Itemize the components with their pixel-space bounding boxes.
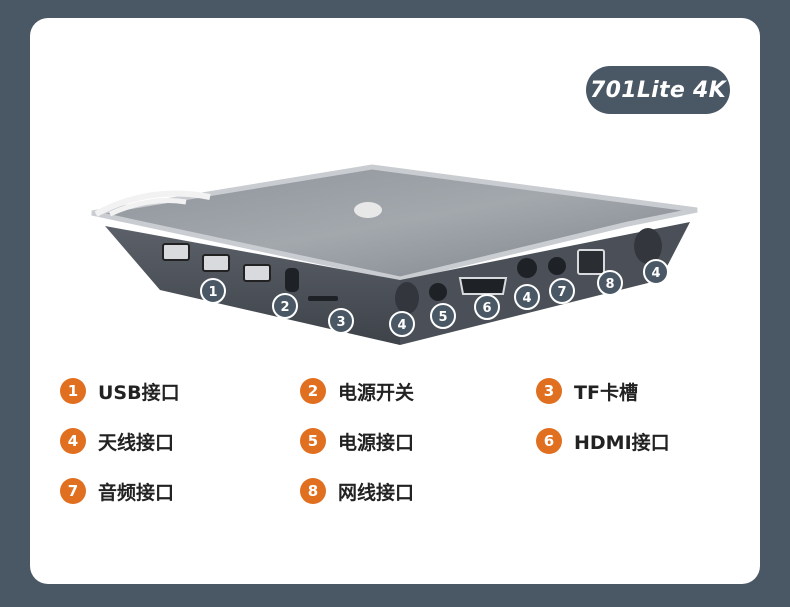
callout-marker: 8 xyxy=(597,270,623,296)
antenna-port xyxy=(395,282,419,314)
legend-label: HDMI接口 xyxy=(574,431,670,454)
tf-slot xyxy=(308,296,338,301)
callout-marker: 4 xyxy=(643,259,669,285)
power-jack xyxy=(429,283,447,301)
model-badge: 701Lite 4K xyxy=(586,66,730,114)
callout-marker: 6 xyxy=(474,294,500,320)
callout-number: 5 xyxy=(438,310,447,325)
callout-number: 7 xyxy=(557,285,566,300)
audio-jack xyxy=(548,257,566,275)
legend-label: 电源接口 xyxy=(338,431,415,454)
legend-number: 2 xyxy=(300,378,326,404)
legend-label: 天线接口 xyxy=(98,431,175,454)
legend-number: 7 xyxy=(60,478,86,504)
device-top-surface xyxy=(91,164,698,282)
callout-marker: 1 xyxy=(200,278,226,304)
legend-item-tf-slot: 3 TF卡槽 xyxy=(536,378,720,404)
callout-number: 4 xyxy=(397,318,406,333)
device-swoosh xyxy=(94,190,211,217)
legend-item-hdmi: 6 HDMI接口 xyxy=(536,428,720,454)
callout-marker: 4 xyxy=(389,311,415,337)
callout-number: 4 xyxy=(651,266,660,281)
callout-number: 1 xyxy=(208,285,217,300)
legend-number: 4 xyxy=(60,428,86,454)
legend-item-audio: 7 音频接口 xyxy=(60,478,300,504)
usb-port xyxy=(243,264,271,282)
callout-marker: 3 xyxy=(328,308,354,334)
antenna-port xyxy=(517,258,537,278)
legend-item-ethernet: 8 网线接口 xyxy=(300,478,536,504)
callout-marker: 7 xyxy=(549,278,575,304)
hdmi-port xyxy=(458,277,508,295)
legend-number: 1 xyxy=(60,378,86,404)
callout-number: 4 xyxy=(522,291,531,306)
legend-number: 6 xyxy=(536,428,562,454)
legend-item-power-jack: 5 电源接口 xyxy=(300,428,536,454)
legend-number: 5 xyxy=(300,428,326,454)
ethernet-port xyxy=(577,249,605,275)
device-swoosh xyxy=(108,198,187,217)
legend-number: 8 xyxy=(300,478,326,504)
legend-label: 网线接口 xyxy=(338,481,415,504)
device-side-body xyxy=(400,222,690,345)
device-logo-icon xyxy=(354,202,382,218)
callout-number: 3 xyxy=(336,315,345,330)
callout-number: 6 xyxy=(482,301,491,316)
power-switch xyxy=(285,268,299,292)
port-legend: 1 USB接口 2 电源开关 3 TF卡槽 4 天线接口 5 电源接口 6 HD… xyxy=(60,378,720,504)
legend-label: 音频接口 xyxy=(98,481,175,504)
legend-item-usb: 1 USB接口 xyxy=(60,378,300,404)
antenna-port xyxy=(634,228,662,264)
callout-marker: 4 xyxy=(514,284,540,310)
usb-port xyxy=(162,243,190,261)
legend-label: 电源开关 xyxy=(338,381,415,404)
callout-number: 8 xyxy=(605,277,614,292)
callout-marker: 5 xyxy=(430,303,456,329)
callout-number: 2 xyxy=(280,300,289,315)
callout-marker: 2 xyxy=(272,293,298,319)
legend-number: 3 xyxy=(536,378,562,404)
legend-item-power-switch: 2 电源开关 xyxy=(300,378,536,404)
usb-port xyxy=(202,254,230,272)
legend-label: USB接口 xyxy=(98,381,180,404)
legend-item-antenna: 4 天线接口 xyxy=(60,428,300,454)
legend-label: TF卡槽 xyxy=(574,381,638,404)
